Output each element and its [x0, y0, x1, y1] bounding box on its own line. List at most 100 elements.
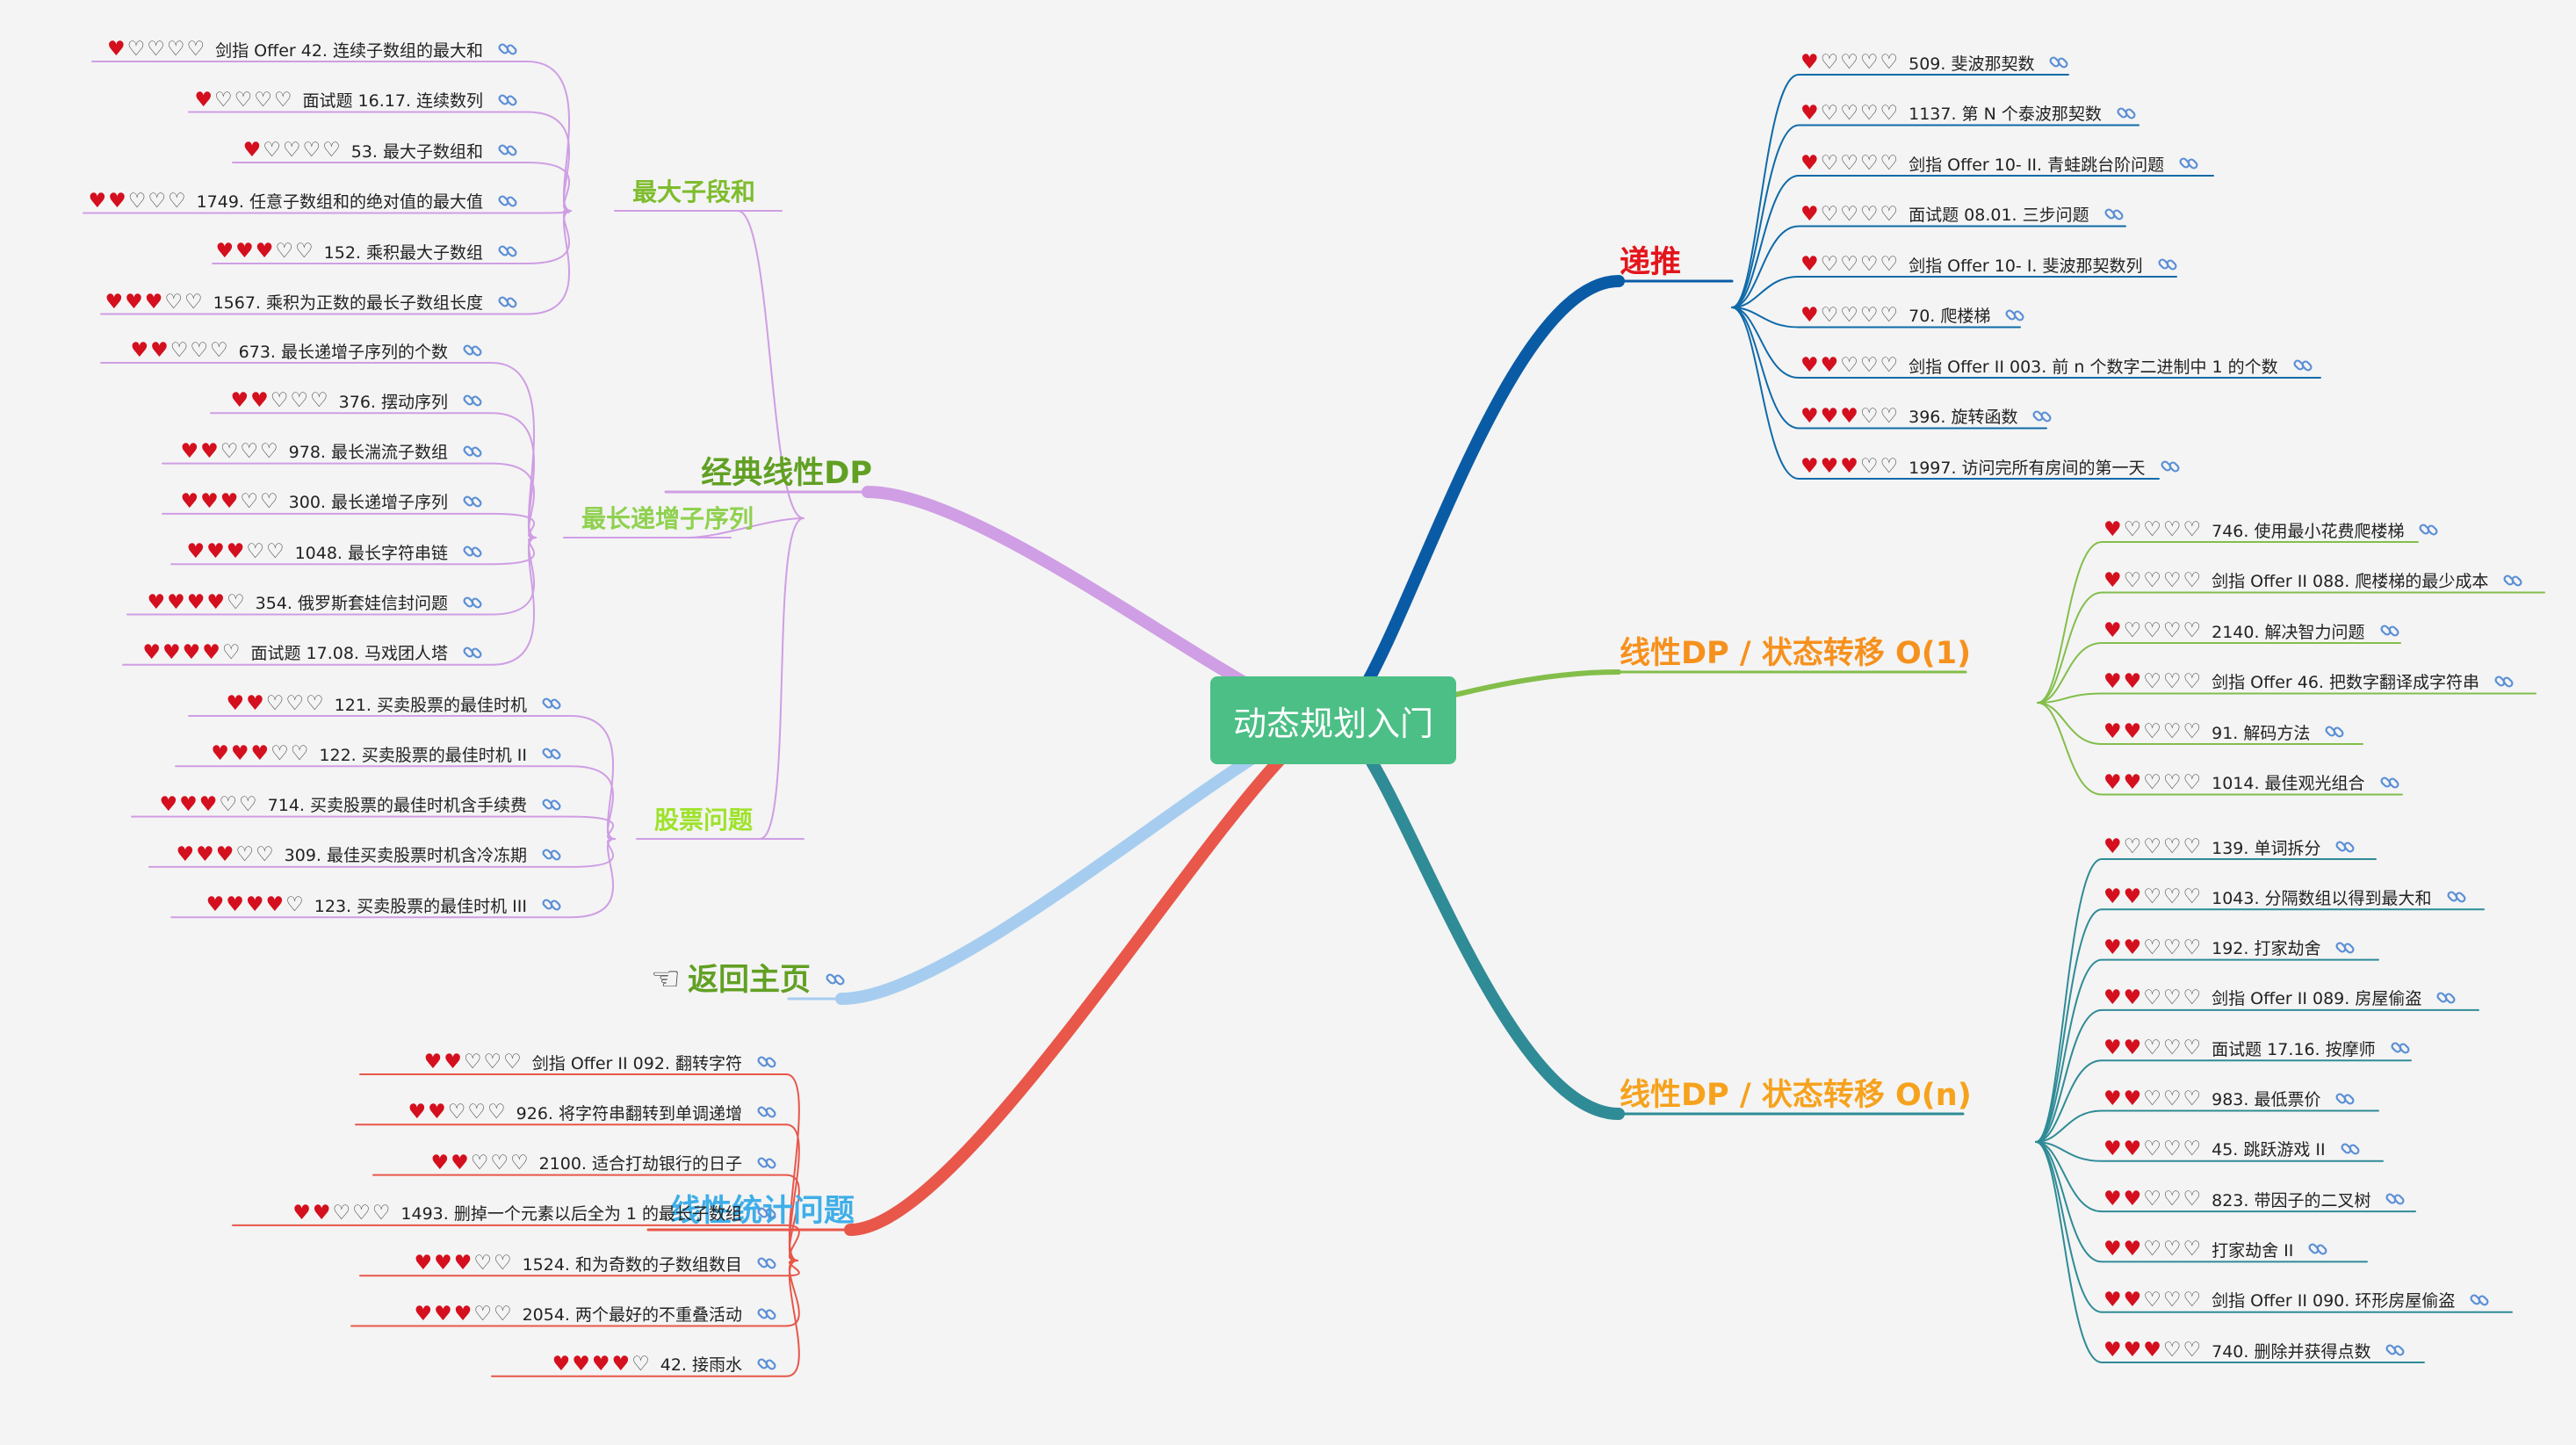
link-icon[interactable] [2103, 204, 2125, 225]
link-icon[interactable] [541, 844, 562, 865]
link-icon[interactable] [2418, 519, 2439, 540]
sub2-leaf[interactable]: ♥♥♡♡♡121. 买卖股票的最佳时机 [227, 686, 562, 721]
link-icon[interactable] [2379, 620, 2400, 641]
link-icon[interactable] [541, 894, 562, 915]
stat-branch-label[interactable]: 线性统计问题 [670, 1186, 855, 1231]
link-icon[interactable] [541, 794, 562, 815]
link-icon[interactable] [2385, 1340, 2406, 1361]
sub0-leaf[interactable]: ♥♡♡♡♡剑指 Offer 42. 连续子数组的最大和 [107, 32, 518, 67]
o1-leaf[interactable]: ♥♥♡♡♡剑指 Offer 46. 把数字翻译成字符串 [2103, 664, 2515, 699]
link-icon[interactable] [2004, 305, 2025, 326]
sub1-leaf[interactable]: ♥♥♡♡♡376. 摆动序列 [231, 383, 483, 418]
link-icon[interactable] [497, 90, 518, 111]
o1-leaf[interactable]: ♥♥♡♡♡91. 解码方法 [2103, 714, 2345, 749]
stat-leaf[interactable]: ♥♥♡♡♡2100. 适合打劫银行的日子 [430, 1145, 777, 1181]
link-icon[interactable] [2157, 254, 2178, 275]
link-icon[interactable] [756, 1304, 777, 1325]
sub0-leaf[interactable]: ♥♥♥♡♡152. 乘积最大子数组 [216, 234, 518, 269]
link-icon[interactable] [756, 1253, 777, 1274]
on-leaf[interactable]: ♥♥♡♡♡打家劫舍 II [2103, 1232, 2328, 1267]
link-icon[interactable] [2292, 355, 2313, 376]
sub1-leaf[interactable]: ♥♥♥♡♡300. 最长递增子序列 [181, 484, 483, 519]
root-node[interactable]: 动态规划入门 [1210, 676, 1456, 764]
link-icon[interactable] [2340, 1138, 2361, 1160]
link-icon[interactable] [497, 191, 518, 212]
stat-leaf[interactable]: ♥♥♡♡♡1493. 删掉一个元素以后全为 1 的最长子数组 [292, 1196, 777, 1231]
sub2-leaf[interactable]: ♥♥♥♡♡309. 最佳买卖股票时机含冷冻期 [177, 837, 562, 872]
sub1-leaf[interactable]: ♥♥♥♡♡1048. 最长字符串链 [186, 534, 483, 569]
on-branch-label[interactable]: 线性DP / 状态转移 O(n) [1620, 1070, 1972, 1115]
on-leaf[interactable]: ♥♥♡♡♡45. 跳跃游戏 II [2103, 1131, 2361, 1167]
sub2-leaf[interactable]: ♥♥♥♥♡123. 买卖股票的最佳时机 III [206, 887, 562, 922]
link-icon[interactable] [462, 441, 483, 462]
sub1-leaf[interactable]: ♥♥♡♡♡978. 最长湍流子数组 [181, 434, 483, 469]
link-icon[interactable] [462, 491, 483, 512]
on-leaf[interactable]: ♥♥♡♡♡823. 带因子的二叉树 [2103, 1181, 2406, 1217]
link-icon[interactable] [825, 969, 846, 990]
stat-leaf[interactable]: ♥♥♥♥♡42. 接雨水 [552, 1347, 777, 1382]
link-icon[interactable] [462, 541, 483, 562]
link-icon[interactable] [497, 140, 518, 161]
sub0-leaf[interactable]: ♥♡♡♡♡53. 最大子数组和 [243, 133, 518, 168]
recur-branch-label[interactable]: 递推 [1620, 237, 1681, 282]
link-icon[interactable] [2390, 1037, 2411, 1058]
link-icon[interactable] [2493, 671, 2515, 692]
recur-leaf[interactable]: ♥♡♡♡♡剑指 Offer 10- II. 青蛙跳台阶问题 [1800, 146, 2199, 181]
link-icon[interactable] [2334, 1088, 2356, 1109]
stat-leaf[interactable]: ♥♥♡♡♡剑指 Offer II 092. 翻转字符 [424, 1044, 777, 1080]
link-icon[interactable] [2446, 886, 2467, 907]
recur-leaf[interactable]: ♥♡♡♡♡509. 斐波那契数 [1800, 45, 2069, 80]
on-leaf[interactable]: ♥♥♡♡♡剑指 Offer II 090. 环形房屋偷盗 [2103, 1282, 2490, 1318]
link-icon[interactable] [2385, 1189, 2406, 1210]
sub1-leaf[interactable]: ♥♥♡♡♡673. 最长递增子序列的个数 [131, 333, 483, 368]
link-icon[interactable] [2435, 987, 2457, 1008]
sub-branch-label[interactable]: 最大子段和 [632, 177, 756, 206]
recur-leaf[interactable]: ♥♡♡♡♡剑指 Offer 10- I. 斐波那契数列 [1800, 247, 2178, 282]
link-icon[interactable] [462, 390, 483, 411]
on-leaf[interactable]: ♥♥♥♡♡740. 删除并获得点数 [2103, 1333, 2406, 1368]
on-leaf[interactable]: ♥♥♡♡♡剑指 Offer II 089. 房屋偷盗 [2103, 980, 2457, 1015]
o1-leaf[interactable]: ♥♡♡♡♡剑指 Offer II 088. 爬楼梯的最少成本 [2103, 563, 2523, 598]
link-icon[interactable] [541, 743, 562, 764]
link-icon[interactable] [756, 1152, 777, 1174]
link-icon[interactable] [497, 292, 518, 313]
on-leaf[interactable]: ♥♥♡♡♡983. 最低票价 [2103, 1081, 2356, 1116]
link-icon[interactable] [2048, 52, 2069, 73]
sub0-leaf[interactable]: ♥♥♥♡♡1567. 乘积为正数的最长子数组长度 [105, 285, 518, 320]
sub-branch-label[interactable]: 最长递增子序列 [581, 504, 754, 533]
stat-leaf[interactable]: ♥♥♥♡♡1524. 和为奇数的子数组数目 [414, 1246, 777, 1281]
link-icon[interactable] [756, 1051, 777, 1073]
o1-leaf[interactable]: ♥♥♡♡♡1014. 最佳观光组合 [2103, 765, 2400, 800]
link-icon[interactable] [497, 39, 518, 60]
home-branch-label[interactable]: ☜返回主页 [651, 955, 846, 1000]
on-leaf[interactable]: ♥♥♡♡♡1043. 分隔数组以得到最大和 [2103, 879, 2467, 914]
link-icon[interactable] [2178, 153, 2199, 174]
sub-branch-label[interactable]: 股票问题 [654, 806, 754, 834]
recur-leaf[interactable]: ♥♥♥♡♡396. 旋转函数 [1800, 399, 2053, 434]
link-icon[interactable] [462, 642, 483, 663]
link-icon[interactable] [756, 1354, 777, 1375]
link-icon[interactable] [2334, 836, 2356, 857]
stat-leaf[interactable]: ♥♥♥♡♡2054. 两个最好的不重叠活动 [414, 1297, 777, 1332]
link-icon[interactable] [2307, 1239, 2328, 1260]
classic-branch-label[interactable]: 经典线性DP [701, 448, 872, 493]
link-icon[interactable] [541, 693, 562, 714]
sub0-leaf[interactable]: ♥♥♡♡♡1749. 任意子数组和的绝对值的最大值 [88, 184, 518, 219]
link-icon[interactable] [2469, 1290, 2490, 1311]
recur-leaf[interactable]: ♥♡♡♡♡1137. 第 N 个泰波那契数 [1800, 96, 2137, 131]
o1-leaf[interactable]: ♥♡♡♡♡2140. 解决智力问题 [2103, 613, 2400, 648]
sub1-leaf[interactable]: ♥♥♥♥♡面试题 17.08. 马戏团人塔 [142, 635, 483, 670]
on-leaf[interactable]: ♥♥♡♡♡192. 打家劫舍 [2103, 930, 2356, 965]
link-icon[interactable] [2502, 570, 2523, 591]
recur-leaf[interactable]: ♥♡♡♡♡面试题 08.01. 三步问题 [1800, 197, 2125, 232]
link-icon[interactable] [756, 1203, 777, 1224]
sub2-leaf[interactable]: ♥♥♥♡♡122. 买卖股票的最佳时机 II [211, 736, 562, 771]
sub2-leaf[interactable]: ♥♥♥♡♡714. 买卖股票的最佳时机含手续费 [160, 787, 562, 822]
recur-leaf[interactable]: ♥♡♡♡♡70. 爬楼梯 [1800, 298, 2025, 333]
recur-leaf[interactable]: ♥♥♡♡♡剑指 Offer II 003. 前 n 个数字二进制中 1 的个数 [1800, 348, 2313, 383]
on-leaf[interactable]: ♥♥♡♡♡面试题 17.16. 按摩师 [2103, 1030, 2411, 1066]
sub0-leaf[interactable]: ♥♡♡♡♡面试题 16.17. 连续数列 [194, 83, 518, 118]
link-icon[interactable] [2116, 103, 2137, 124]
link-icon[interactable] [2031, 406, 2053, 427]
stat-leaf[interactable]: ♥♥♡♡♡926. 将字符串翻转到单调递增 [408, 1095, 777, 1130]
